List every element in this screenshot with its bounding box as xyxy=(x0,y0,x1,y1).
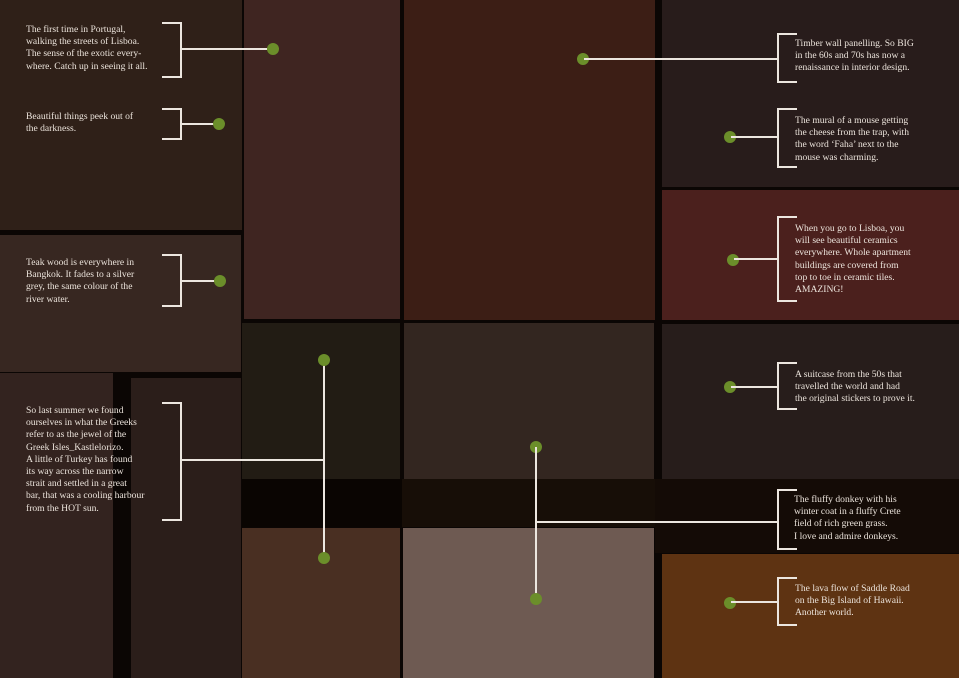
bracket-donkey xyxy=(777,489,797,550)
marker-dot-donkey-bottom[interactable] xyxy=(530,593,542,605)
bracket-timber xyxy=(777,33,797,83)
tile-bottom-left-inner xyxy=(131,378,241,678)
note-timber: Timber wall panelling. So BIG in the 60s… xyxy=(795,38,914,74)
bracket-ceramics xyxy=(777,216,797,302)
note-darkness: Beautiful things peek out of the darknes… xyxy=(26,111,134,135)
connector-timber xyxy=(584,58,779,60)
marker-dot-mouse[interactable] xyxy=(724,131,736,143)
tile-dark-band-mid xyxy=(402,479,660,527)
tile-col3-top xyxy=(404,0,655,320)
note-portugal: The first time in Portugal, walking the … xyxy=(26,24,148,72)
connector-ceramics xyxy=(734,258,779,260)
connector-donkey xyxy=(536,521,779,523)
tile-dark-band-left xyxy=(242,479,402,527)
bracket-darkness xyxy=(162,108,182,140)
bracket-suitcase xyxy=(777,362,797,410)
marker-dot-lava[interactable] xyxy=(724,597,736,609)
connector-donkey-vertical xyxy=(535,447,537,599)
connector-teak xyxy=(182,280,219,282)
marker-dot-suitcase[interactable] xyxy=(724,381,736,393)
connector-darkness xyxy=(182,123,218,125)
note-suitcase: A suitcase from the 50s that travelled t… xyxy=(795,369,915,405)
marker-dot-portugal[interactable] xyxy=(267,43,279,55)
note-ceramics: When you go to Lisboa, you will see beau… xyxy=(795,223,911,296)
bracket-mouse xyxy=(777,108,797,168)
bracket-portugal xyxy=(162,22,182,78)
connector-mouse xyxy=(731,136,779,138)
tile-col2-bottom xyxy=(242,528,400,678)
note-teak: Teak wood is everywhere in Bangkok. It f… xyxy=(26,257,135,305)
note-donkey: The fluffy donkey with his winter coat i… xyxy=(794,494,901,542)
bracket-lava xyxy=(777,577,797,626)
tile-right-3 xyxy=(662,324,959,479)
tile-right-1 xyxy=(662,0,959,187)
marker-dot-timber[interactable] xyxy=(577,53,589,65)
marker-dot-kastellorizo-bottom[interactable] xyxy=(318,552,330,564)
connector-kastellorizo xyxy=(182,459,323,461)
connector-lava xyxy=(731,601,779,603)
marker-dot-darkness[interactable] xyxy=(213,118,225,130)
tile-col3-mid xyxy=(404,323,654,479)
tile-bottom-left-outer xyxy=(0,373,113,678)
tile-col2-mid xyxy=(242,323,400,479)
marker-dot-teak[interactable] xyxy=(214,275,226,287)
marker-dot-ceramics[interactable] xyxy=(727,254,739,266)
tile-right-5 xyxy=(662,554,959,678)
note-lava: The lava flow of Saddle Road on the Big … xyxy=(795,583,910,619)
bracket-teak xyxy=(162,254,182,307)
connector-portugal xyxy=(182,48,272,50)
note-kastellorizo: So last summer we found ourselves in wha… xyxy=(26,405,145,514)
note-mouse: The mural of a mouse getting the cheese … xyxy=(795,115,910,163)
tile-top-left xyxy=(0,0,242,230)
tile-right-4 xyxy=(655,479,959,553)
tile-right-2 xyxy=(662,190,959,320)
tile-col3-bottom xyxy=(403,528,654,678)
marker-dot-kastellorizo-top[interactable] xyxy=(318,354,330,366)
connector-suitcase xyxy=(731,386,779,388)
connector-kastellorizo-vertical xyxy=(323,360,325,558)
bracket-kastellorizo xyxy=(162,402,182,521)
tile-mid-left xyxy=(0,235,241,372)
